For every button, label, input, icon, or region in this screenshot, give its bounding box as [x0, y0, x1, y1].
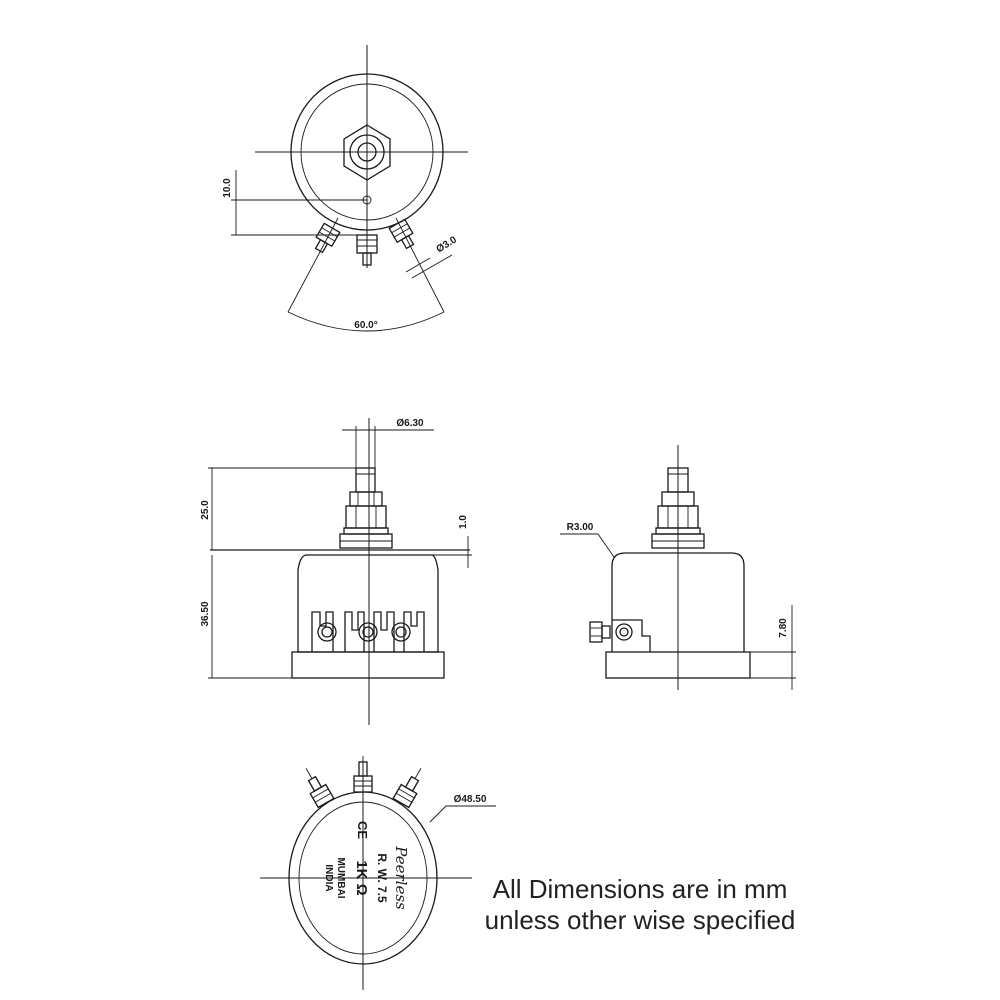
front-view: Ø6.30 25.0 36.50 1.0	[200, 418, 472, 725]
top-terminal-left	[314, 222, 341, 254]
dim-shaft-length: 25.0	[200, 500, 211, 520]
ce-mark: CE	[355, 821, 370, 839]
dim-shaft-dia: Ø6.30	[396, 418, 424, 429]
country-text: INDIA	[323, 864, 334, 891]
top-terminal-center	[356, 234, 378, 266]
dim-radius: R3.00	[567, 522, 594, 533]
dim-offset: 10.0	[222, 178, 233, 198]
bottom-terminal-left	[305, 768, 335, 809]
bottom-terminal-center	[353, 756, 373, 793]
brand-logo: Peerless	[392, 845, 410, 910]
side-view: R3.00 7.80	[560, 445, 796, 690]
city-text: MUMBAI	[335, 857, 346, 898]
bottom-view: Ø48.50 Peerless R. W. 7.5 1K Ω CE MUMBAI…	[260, 756, 496, 990]
top-terminal-right	[388, 218, 415, 250]
dim-angle: 60.0°	[354, 320, 377, 331]
units-note: All Dimensions are in mm unless other wi…	[470, 874, 810, 936]
units-note-line-1: All Dimensions are in mm	[492, 874, 788, 904]
dim-terminal-dia: Ø3.0	[435, 234, 460, 255]
dim-terminal-height: 7.80	[778, 618, 789, 638]
dim-flat: 1.0	[458, 515, 469, 529]
body-markings: Peerless R. W. 7.5 1K Ω CE MUMBAI INDIA	[323, 821, 410, 910]
rating-text: R. W. 7.5	[375, 853, 389, 903]
side-terminals	[589, 619, 651, 652]
value-text: 1K Ω	[353, 860, 370, 895]
top-view: 10.0 60.0° Ø3.0	[222, 45, 468, 332]
units-note-line-2: unless other wise specified	[484, 905, 796, 935]
bottom-terminal-right	[392, 768, 422, 809]
dim-body-height: 36.50	[200, 601, 211, 626]
dim-body-dia: Ø48.50	[454, 794, 487, 805]
front-terminals	[311, 611, 425, 652]
